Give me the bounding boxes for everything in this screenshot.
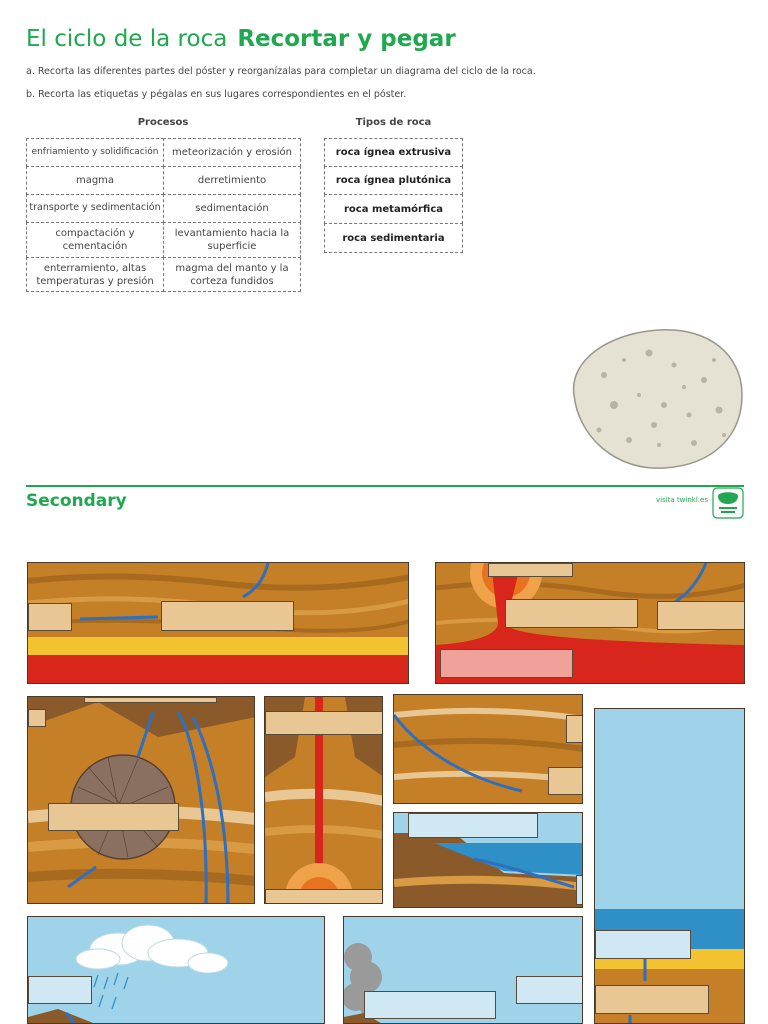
tipo-roca-card[interactable]: roca metamórfica [324,194,463,224]
proceso-card[interactable]: magma del manto y la corteza fundidos [163,257,301,292]
tipo-roca-card[interactable]: roca ígnea plutónica [324,166,463,195]
proceso-card[interactable]: meteorización y erosión [163,138,301,167]
label-slot[interactable] [595,985,709,1014]
page-title: El ciclo de la roca Recortar y pegar [26,26,456,52]
pumice-rock-image [572,329,743,469]
footer-rule [26,485,744,487]
label-slot[interactable] [576,875,582,905]
instruction-b: b. Recorta las etiquetas y pégalas en su… [26,89,407,100]
label-slot[interactable] [548,767,582,795]
label-slot[interactable] [566,715,582,743]
proceso-card[interactable]: sedimentación [163,194,301,223]
instruction-a: a. Recorta las diferentes partes del pós… [26,66,536,77]
proceso-card[interactable]: magma [26,166,164,195]
label-slot[interactable] [28,709,46,727]
panel-3-illustration [28,697,254,903]
panel-7-illustration [595,709,744,1023]
label-slot[interactable] [84,697,217,703]
proceso-card[interactable]: enfriamiento y solidificación [26,138,164,167]
visit-link[interactable]: visita twinkl.es [656,496,708,504]
label-slot[interactable] [48,803,179,831]
brand-secondary: Secondary [26,491,127,511]
proceso-card[interactable]: levantamiento hacia la superficie [163,222,301,258]
proceso-card[interactable]: compactación y cementación [26,222,164,258]
poster-panel-9[interactable] [343,916,583,1024]
label-slot[interactable] [516,976,582,1004]
poster-panel-6[interactable] [393,812,583,908]
poster-panel-7[interactable] [594,708,745,1024]
poster-panel-2[interactable] [435,562,745,684]
label-slot[interactable] [488,563,573,577]
tipo-roca-card[interactable]: roca sedimentaria [324,223,463,253]
label-slot[interactable] [657,601,744,630]
tipo-roca-card[interactable]: roca ígnea extrusiva [324,138,463,167]
proceso-card[interactable]: enterramiento, altas temperaturas y pres… [26,257,164,292]
label-slot[interactable] [364,991,496,1019]
poster-panel-8[interactable] [27,916,325,1024]
label-slot[interactable] [28,603,72,631]
poster-panel-1[interactable] [27,562,409,684]
proceso-card[interactable]: derretimiento [163,166,301,195]
label-slot[interactable] [595,930,691,959]
label-slot[interactable] [28,976,92,1004]
twinkl-logo [712,487,744,519]
poster-panel-3[interactable] [27,696,255,904]
label-slot[interactable] [505,599,638,628]
tipos-heading: Tipos de roca [355,117,432,128]
panel-8-illustration [28,917,324,1023]
poster-panel-5[interactable] [393,694,583,804]
label-slot[interactable] [265,711,382,735]
label-slot[interactable] [161,601,294,631]
proceso-card[interactable]: transporte y sedimentación [26,194,164,223]
procesos-heading: Procesos [137,117,189,128]
label-slot[interactable] [265,889,382,903]
poster-panel-4[interactable] [264,696,383,904]
title-bold: Recortar y pegar [237,26,456,52]
label-slot[interactable] [440,649,573,678]
label-slot[interactable] [408,813,538,838]
title-main: El ciclo de la roca [26,26,228,52]
